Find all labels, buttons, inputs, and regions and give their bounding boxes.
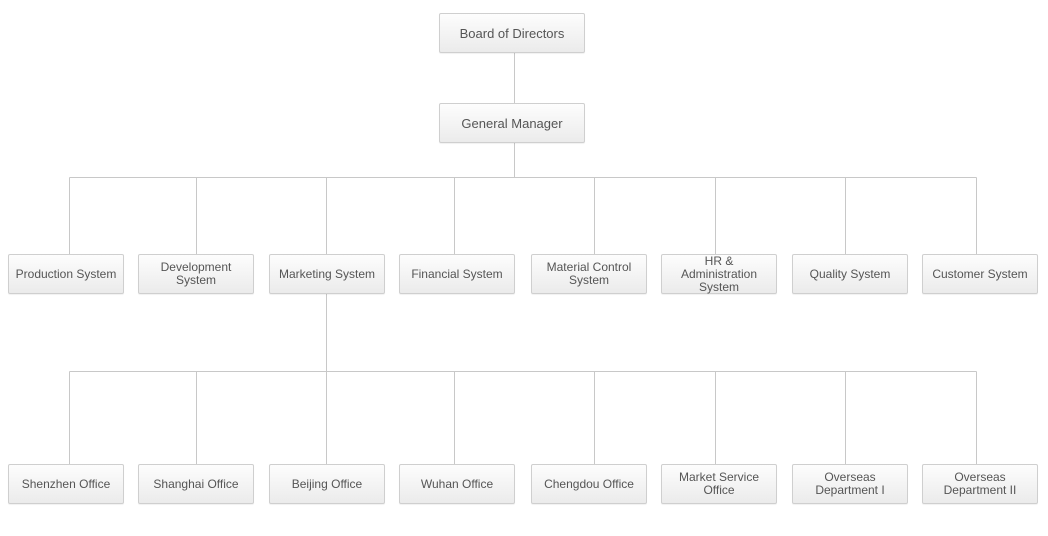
node-quality-system[interactable]: Quality System <box>792 254 908 294</box>
node-label: Shenzhen Office <box>21 476 111 491</box>
node-label: Financial System <box>411 266 503 281</box>
node-label: Customer System <box>932 266 1028 281</box>
node-label: Wuhan Office <box>420 476 494 491</box>
node-label: Overseas Department I <box>815 470 885 497</box>
node-shenzhen-office[interactable]: Shenzhen Office <box>8 464 124 504</box>
node-beijing-office[interactable]: Beijing Office <box>269 464 385 504</box>
node-label: Shanghai Office <box>153 476 239 491</box>
node-wuhan-office[interactable]: Wuhan Office <box>399 464 515 504</box>
node-financial-system[interactable]: Financial System <box>399 254 515 294</box>
node-overseas-department-i[interactable]: Overseas Department I <box>792 464 908 504</box>
node-label: Overseas Department II <box>943 470 1017 497</box>
node-label: Material Control System <box>546 260 632 287</box>
node-board-of-directors[interactable]: Board of Directors <box>439 13 585 53</box>
node-label: Chengdou Office <box>544 476 634 491</box>
node-shanghai-office[interactable]: Shanghai Office <box>138 464 254 504</box>
node-production-system[interactable]: Production System <box>8 254 124 294</box>
node-development-system[interactable]: Development System <box>138 254 254 294</box>
node-material-control-system[interactable]: Material Control System <box>531 254 647 294</box>
node-label: Development System <box>160 260 232 287</box>
node-label: Board of Directors <box>459 25 565 41</box>
node-chengdou-office[interactable]: Chengdou Office <box>531 464 647 504</box>
node-label: Marketing System <box>278 266 376 281</box>
node-label: General Manager <box>461 115 563 131</box>
node-label: Market Service Office <box>678 470 760 497</box>
node-customer-system[interactable]: Customer System <box>922 254 1038 294</box>
node-label: Production System <box>15 266 117 281</box>
node-market-service-office[interactable]: Market Service Office <box>661 464 777 504</box>
node-overseas-department-ii[interactable]: Overseas Department II <box>922 464 1038 504</box>
node-label: Beijing Office <box>291 476 363 491</box>
node-hr-administration-system[interactable]: HR & Administration System <box>661 254 777 294</box>
node-label: Quality System <box>809 266 891 281</box>
node-general-manager[interactable]: General Manager <box>439 103 585 143</box>
node-marketing-system[interactable]: Marketing System <box>269 254 385 294</box>
node-label: HR & Administration System <box>680 253 758 294</box>
